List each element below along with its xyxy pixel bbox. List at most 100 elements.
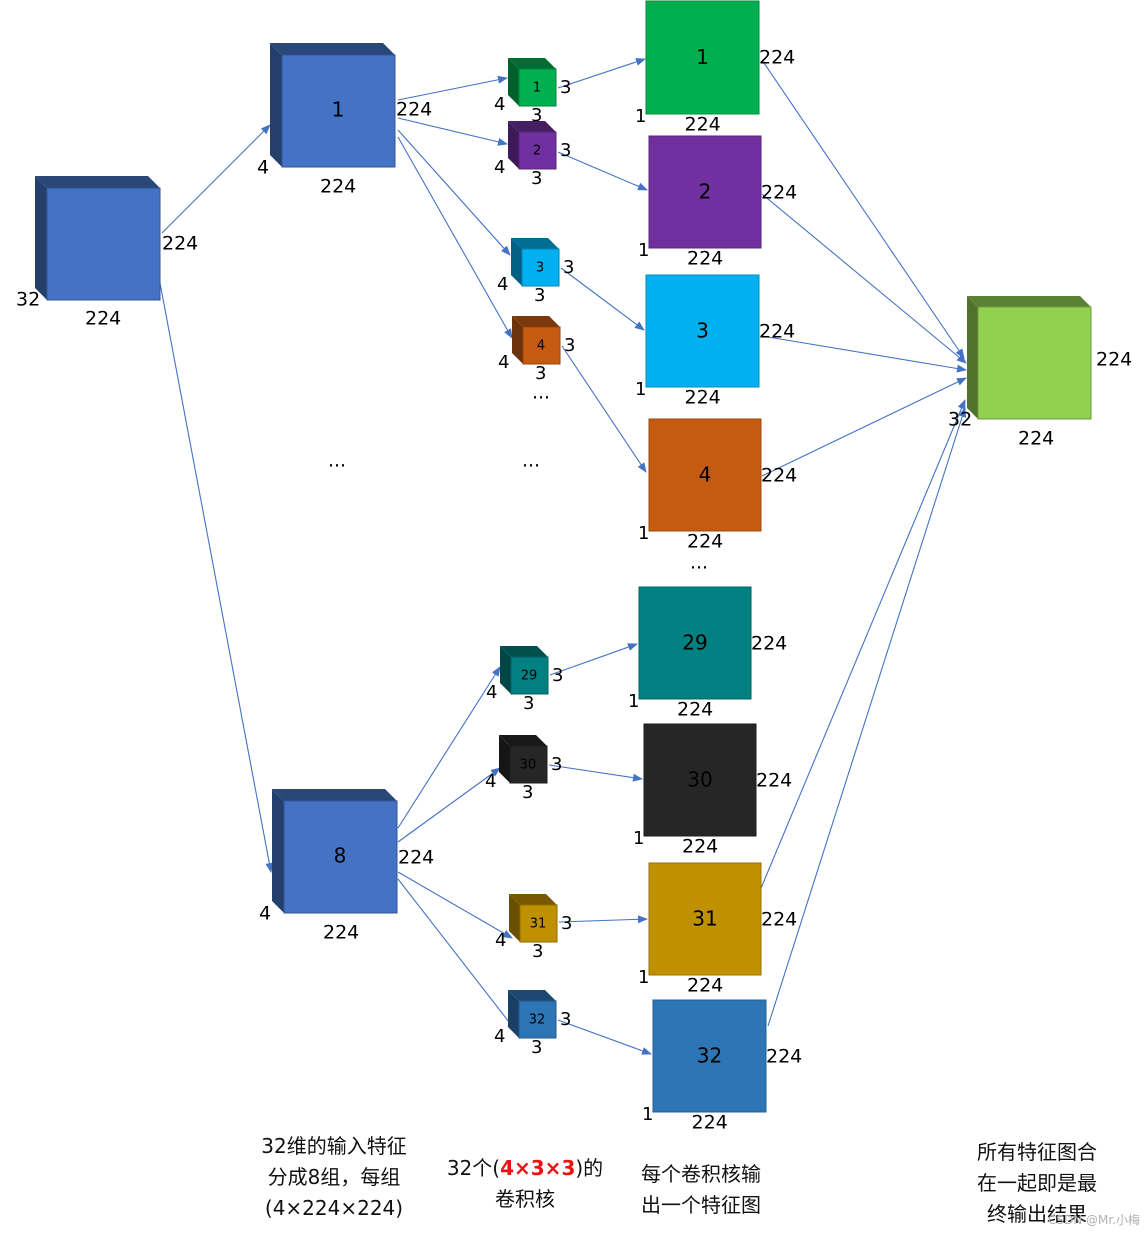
feature-map-1-depth-label: 1 xyxy=(635,106,646,127)
arrow-group-8-to-kernel-31 xyxy=(397,871,513,939)
kernel-31-width-label: 3 xyxy=(561,913,572,934)
group-1-depth-label: 4 xyxy=(257,157,269,179)
kernel-cube-30-side xyxy=(499,735,510,783)
group-cube-8 xyxy=(272,789,398,914)
arrow-fm-32-to-output xyxy=(767,407,967,1027)
kernel-cube-1-front xyxy=(518,68,557,107)
kernel-cube-3-side xyxy=(511,238,522,286)
arrow-fm-2-to-output xyxy=(761,193,967,364)
caption-kernels-suffix: )的 xyxy=(575,1156,604,1180)
kernel-cube-30-top xyxy=(499,735,547,746)
group-8-width-label: 224 xyxy=(398,847,434,869)
output-cube-side xyxy=(967,296,978,419)
kernel-29-height-label: 3 xyxy=(523,693,534,714)
connection-arrows xyxy=(159,58,967,1055)
arrow-kernel-31-to-fm-31 xyxy=(558,915,648,924)
caption-output-line2: 在一起即是最 xyxy=(977,1171,1097,1195)
feature-map-4-depth-label: 1 xyxy=(638,523,649,544)
feature-map-label-1: 1 xyxy=(696,45,709,69)
input-height-label: 224 xyxy=(85,308,121,330)
arrow-group-8-to-kernel-29 xyxy=(397,666,501,829)
kernel-2-depth-label: 4 xyxy=(494,157,505,178)
group-cube-8-side xyxy=(272,789,284,913)
kernel-label-3: 3 xyxy=(536,261,544,276)
feature-map-4-height-label: 224 xyxy=(687,531,723,553)
caption-output-line1: 所有特征图合 xyxy=(977,1140,1097,1164)
input-cube-front xyxy=(46,187,161,301)
arrow-kernel-32-to-fm-32 xyxy=(557,1019,652,1055)
kernel-cube-29-side xyxy=(500,646,511,694)
caption-kernels-line2: 卷积核 xyxy=(495,1187,555,1211)
kernel-cube-3 xyxy=(511,238,560,287)
arrow-group-1-to-kernel-2 xyxy=(397,117,508,146)
kernel-cube-3-front xyxy=(521,248,560,287)
caption-kernels: 32个(4×3×3)的 卷积核 xyxy=(440,1153,610,1215)
caption-feature-maps-line2: 出一个特征图 xyxy=(641,1193,761,1217)
feature-map-32-width-label: 224 xyxy=(766,1046,802,1068)
feature-map-label-30: 30 xyxy=(687,768,712,792)
feature-map-1-width-label: 224 xyxy=(759,47,795,69)
kernel-label-32: 32 xyxy=(529,1013,546,1028)
feature-map-label-2: 2 xyxy=(699,180,712,204)
kernel-label-2: 2 xyxy=(533,144,541,159)
kernel-3-depth-label: 4 xyxy=(497,274,508,295)
arrow-fm-1-to-output xyxy=(761,59,965,359)
output-width-label: 224 xyxy=(1096,349,1132,371)
group-1-height-label: 224 xyxy=(320,176,356,198)
arrow-group-8-to-kernel-32 xyxy=(397,878,517,1032)
kernel-cube-4 xyxy=(512,316,561,365)
feature-map-30-width-label: 224 xyxy=(756,770,792,792)
kernel-2-width-label: 3 xyxy=(560,140,571,161)
kernel-32-width-label: 3 xyxy=(560,1009,571,1030)
output-depth-label: 32 xyxy=(948,409,972,431)
group-8-height-label: 224 xyxy=(323,922,359,944)
arrow-fm-4-to-output xyxy=(761,377,967,477)
group-cube-label-1: 1 xyxy=(332,98,345,122)
kernel-cube-32-top xyxy=(508,990,556,1001)
arrow-fm-3-to-output xyxy=(761,335,967,373)
kernel-29-width-label: 3 xyxy=(552,665,563,686)
kernel-29-depth-label: 4 xyxy=(486,682,497,703)
caption-kernels-prefix: 32个( xyxy=(446,1156,501,1180)
feature-map-3-height-label: 224 xyxy=(685,387,721,409)
diagram-shapes xyxy=(35,0,1092,1113)
feature-map-4-width-label: 224 xyxy=(761,465,797,487)
kernel-label-29: 29 xyxy=(521,669,538,684)
kernel-cube-32-side xyxy=(508,990,519,1038)
kernel-cube-29-front xyxy=(510,656,549,695)
group-cube-1-top xyxy=(270,43,395,55)
feature-map-29-height-label: 224 xyxy=(677,699,713,721)
kernel-32-height-label: 3 xyxy=(531,1037,542,1058)
feature-map-31 xyxy=(648,862,762,976)
output-cube-top xyxy=(967,296,1091,307)
kernel-cube-31-side xyxy=(509,894,520,942)
feature-map-2-depth-label: 1 xyxy=(638,240,649,261)
feature-map-label-29: 29 xyxy=(682,631,707,655)
caption-input-line2: 分成8组，每组 xyxy=(267,1165,401,1189)
watermark: CSDN @Mr.小梅 xyxy=(1047,1213,1140,1227)
caption-feature-maps: 每个卷积核输 出一个特征图 xyxy=(615,1159,787,1221)
kernel-cube-2-side xyxy=(508,121,519,169)
feature-map-30-depth-label: 1 xyxy=(633,828,644,849)
feature-map-31-width-label: 224 xyxy=(761,909,797,931)
feature-map-1-height-label: 224 xyxy=(685,114,721,136)
arrow-group-1-to-kernel-3 xyxy=(397,129,511,256)
feature-map-29 xyxy=(638,586,752,700)
feature-map-3-depth-label: 1 xyxy=(635,379,646,400)
group-1-width-label: 224 xyxy=(396,99,432,121)
kernel-cube-32 xyxy=(508,990,557,1039)
input-cube-top xyxy=(35,176,160,188)
arrow-input-to-group-1 xyxy=(161,124,271,234)
arrow-input-to-group-8 xyxy=(159,282,274,873)
feature-map-29-depth-label: 1 xyxy=(628,691,639,712)
feature-map-31-depth-label: 1 xyxy=(638,967,649,988)
caption-output-line3: 终输出结果 xyxy=(987,1202,1087,1226)
kernel-2-height-label: 3 xyxy=(531,168,542,189)
feature-map-3 xyxy=(645,274,760,388)
feature-map-2 xyxy=(648,135,762,249)
group-cube-8-front xyxy=(283,800,398,914)
caption-input-line3: (4×224×224) xyxy=(264,1196,404,1220)
kernel-cube-2-top xyxy=(508,121,556,132)
